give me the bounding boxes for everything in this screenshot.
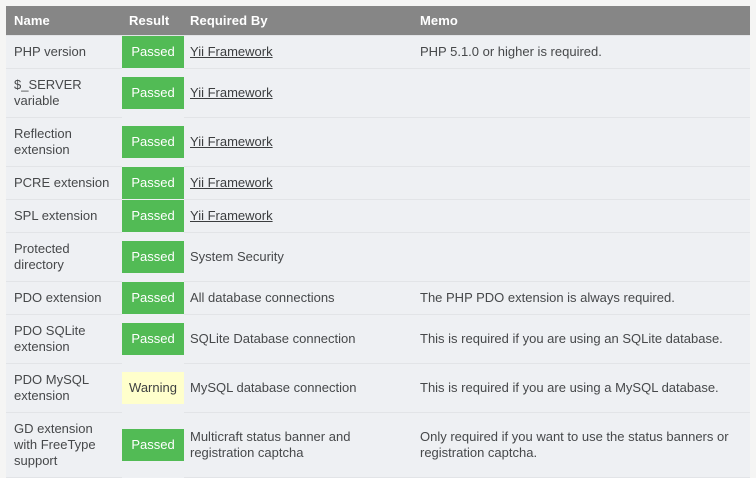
required-by-text: SQLite Database connection [190, 331, 356, 346]
cell-requirement-name: PHP version [6, 35, 122, 69]
requirements-table: Name Result Required By Memo PHP version… [6, 6, 750, 478]
cell-memo: The PHP PDO extension is always required… [409, 281, 750, 315]
required-by-link[interactable]: Yii Framework [190, 85, 273, 100]
column-header-name: Name [6, 6, 122, 36]
cell-requirement-name: PCRE extension [6, 166, 122, 200]
status-badge: Warning [122, 372, 184, 404]
cell-memo: This is required if you are using a MySQ… [409, 363, 750, 413]
status-badge: Passed [122, 126, 184, 158]
status-badge: Passed [122, 241, 184, 273]
cell-memo [409, 199, 750, 233]
cell-memo: This is required if you are using an SQL… [409, 314, 750, 364]
required-by-text: System Security [190, 249, 284, 264]
cell-result: Passed [122, 232, 184, 282]
cell-memo: Only required if you want to use the sta… [409, 412, 750, 478]
cell-requirement-name: Reflection extension [6, 117, 122, 167]
cell-requirement-name: PDO MySQL extension [6, 363, 122, 413]
cell-requirement-name: $_SERVER variable [6, 68, 122, 118]
cell-required-by: Yii Framework [184, 68, 409, 118]
table-header-row: Name Result Required By Memo [6, 6, 750, 36]
cell-required-by: Yii Framework [184, 199, 409, 233]
cell-result: Passed [122, 166, 184, 200]
required-by-link[interactable]: Yii Framework [190, 175, 273, 190]
cell-result: Warning [122, 363, 184, 413]
cell-required-by: Multicraft status banner and registratio… [184, 412, 409, 478]
cell-result: Passed [122, 35, 184, 69]
cell-required-by: SQLite Database connection [184, 314, 409, 364]
cell-memo [409, 68, 750, 118]
cell-requirement-name: GD extension with FreeType support [6, 412, 122, 478]
cell-requirement-name: PDO extension [6, 281, 122, 315]
required-by-text: Multicraft status banner and registratio… [190, 429, 351, 460]
cell-required-by: All database connections [184, 281, 409, 315]
memo-text: The PHP PDO extension is always required… [420, 290, 675, 305]
memo-text: PHP 5.1.0 or higher is required. [420, 44, 602, 59]
cell-requirement-name: PDO SQLite extension [6, 314, 122, 364]
cell-result: Passed [122, 68, 184, 118]
cell-result: Passed [122, 412, 184, 478]
required-by-text: All database connections [190, 290, 335, 305]
required-by-link[interactable]: Yii Framework [190, 44, 273, 59]
cell-memo: PHP 5.1.0 or higher is required. [409, 35, 750, 69]
memo-text: This is required if you are using an SQL… [420, 331, 723, 346]
status-badge: Passed [122, 282, 184, 314]
cell-result: Passed [122, 281, 184, 315]
status-badge: Passed [122, 429, 184, 461]
column-header-memo: Memo [409, 6, 750, 36]
cell-memo [409, 232, 750, 282]
cell-required-by: System Security [184, 232, 409, 282]
column-header-result: Result [122, 6, 184, 36]
cell-memo [409, 117, 750, 167]
status-badge: Passed [122, 36, 184, 69]
status-badge: Passed [122, 167, 184, 199]
requirements-page: Name Result Required By Memo PHP version… [6, 6, 750, 478]
required-by-text: MySQL database connection [190, 380, 357, 395]
table-header: Name Result Required By Memo [6, 6, 750, 36]
required-by-link[interactable]: Yii Framework [190, 134, 273, 149]
cell-result: Passed [122, 314, 184, 364]
column-header-required-by: Required By [184, 6, 409, 36]
cell-requirement-name: SPL extension [6, 199, 122, 233]
cell-result: Passed [122, 117, 184, 167]
memo-text: Only required if you want to use the sta… [420, 429, 729, 460]
cell-required-by: Yii Framework [184, 166, 409, 200]
status-badge: Passed [122, 77, 184, 109]
status-badge: Passed [122, 200, 184, 232]
cell-result: Passed [122, 199, 184, 233]
cell-requirement-name: Protected directory [6, 232, 122, 282]
memo-text: This is required if you are using a MySQ… [420, 380, 719, 395]
cell-required-by: Yii Framework [184, 117, 409, 167]
cell-memo [409, 166, 750, 200]
cell-required-by: Yii Framework [184, 35, 409, 69]
required-by-link[interactable]: Yii Framework [190, 208, 273, 223]
cell-required-by: MySQL database connection [184, 363, 409, 413]
status-badge: Passed [122, 323, 184, 355]
